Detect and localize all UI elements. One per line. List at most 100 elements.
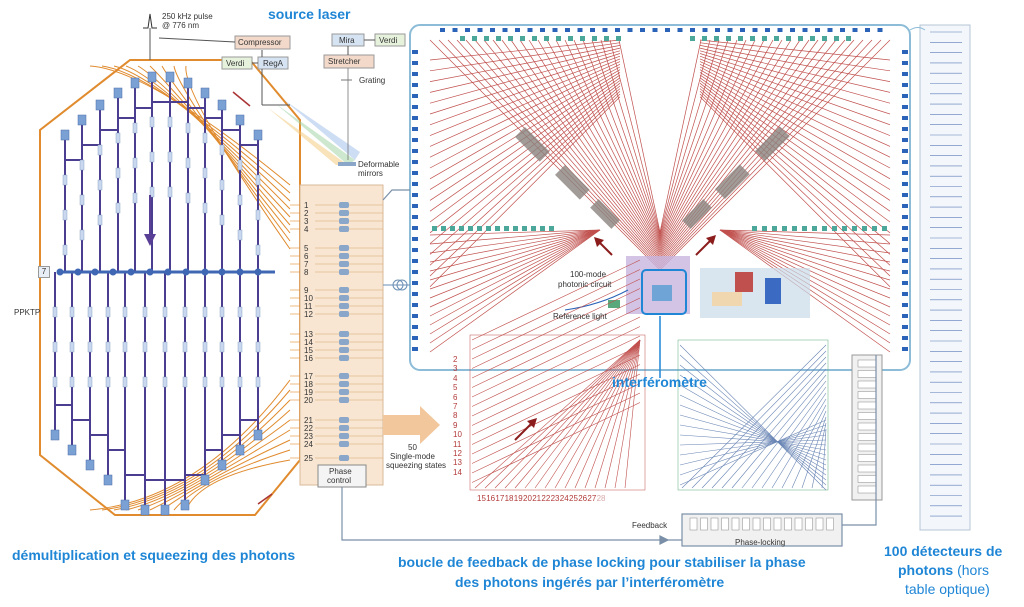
waveguide-element (79, 194, 85, 206)
channel-label: 9 (304, 286, 309, 295)
mesh-line (501, 39, 661, 256)
channel-label: 7 (304, 260, 309, 269)
mesh-line (699, 77, 891, 212)
blue-port (652, 28, 658, 32)
orange-fiber (173, 449, 291, 511)
bus-nodes (56, 268, 262, 276)
mesh-line (659, 39, 837, 260)
bank-cell (857, 464, 877, 473)
blue-port (540, 28, 545, 32)
ll-line (471, 307, 641, 388)
mesh-line (659, 39, 702, 233)
squeezer-boundary (39, 59, 301, 516)
teal-node (750, 36, 755, 41)
mesh-line (659, 39, 819, 256)
waveguide-element (237, 306, 243, 318)
ll-line (514, 339, 641, 489)
blue-port (902, 149, 908, 153)
blue-port (902, 204, 908, 208)
lower-right-mesh (677, 339, 883, 501)
teal-node (822, 226, 827, 231)
bus-node (201, 268, 209, 276)
bottom-port-label: 22 (541, 494, 551, 503)
lr-line (679, 439, 827, 446)
blue-port (902, 226, 908, 230)
detectors-annotation-paren: (hors (953, 562, 990, 578)
squeezer-crystal (140, 504, 150, 516)
bus-node (74, 268, 82, 276)
bottom-port-label: 16 (486, 494, 496, 503)
mesh-line (429, 53, 621, 115)
waveguide-element (115, 167, 121, 179)
channel-label: 8 (304, 268, 309, 277)
waveguide-element (219, 306, 225, 318)
mesh-line (699, 91, 891, 266)
waveguide-element (167, 151, 173, 163)
blue-port (690, 28, 695, 32)
detector-column (909, 24, 971, 531)
ll-line (554, 339, 641, 489)
blue-port (490, 28, 495, 32)
blue-port (412, 292, 418, 296)
blue-port (590, 28, 595, 32)
blue-port (827, 28, 833, 32)
teal-node (484, 36, 489, 41)
squeezer-crystal (95, 99, 105, 111)
lr-line (679, 364, 827, 481)
left-port-label: 4 (453, 373, 458, 383)
waveguide-element (202, 341, 208, 353)
mesh-line (699, 82, 891, 234)
blue-port (412, 138, 418, 142)
teal-node (549, 226, 554, 231)
ll-line (471, 326, 641, 407)
blue-port (902, 292, 908, 296)
squeezer-crystal (165, 71, 175, 83)
teal-node (604, 36, 609, 41)
mesh-line (699, 85, 891, 244)
waveguide-element (255, 174, 261, 186)
squeezer-crystal (217, 99, 227, 111)
teal-node (882, 226, 887, 231)
teal-node (556, 36, 561, 41)
phase-shifter (339, 245, 349, 251)
blue-port (412, 303, 418, 307)
channel-label: 11 (304, 302, 313, 311)
waveguide-element (97, 214, 103, 226)
squeezer-crystal (130, 77, 140, 89)
blue-port (477, 28, 483, 32)
blue-port (702, 28, 708, 32)
mesh-line (609, 39, 661, 235)
phase-shifter (339, 373, 349, 379)
mesh-line (438, 39, 661, 269)
ll-line (544, 339, 641, 489)
feedback-label: Feedback (632, 521, 668, 530)
lr-line (731, 374, 827, 489)
lr-line (679, 414, 827, 456)
blue-port (902, 270, 908, 274)
teal-node (862, 226, 867, 231)
channel-label: 5 (304, 244, 309, 253)
channel-label: 6 (304, 252, 309, 261)
waveguide-element (69, 341, 75, 353)
waveguide-element (162, 376, 168, 388)
purple-tree (54, 82, 259, 505)
teal-node (432, 226, 437, 231)
waveguide-element (79, 229, 85, 241)
teal-node (477, 226, 482, 231)
lock-cell (784, 517, 792, 531)
blue-port (877, 28, 883, 32)
demux-annotation: démultiplication et squeezing des photon… (12, 547, 296, 563)
ll-line (471, 297, 641, 379)
mesh-line (719, 229, 891, 299)
blue-port (615, 28, 620, 32)
waveguide-element (149, 186, 155, 198)
mesh-line (429, 58, 621, 136)
phase-shifter (339, 202, 349, 208)
waveguide-element (202, 306, 208, 318)
teal-node (531, 226, 536, 231)
detector-lines (930, 31, 962, 517)
teal-node (782, 226, 787, 231)
bank-cell (857, 401, 877, 410)
blue-port (902, 347, 908, 351)
bus-node (236, 268, 244, 276)
